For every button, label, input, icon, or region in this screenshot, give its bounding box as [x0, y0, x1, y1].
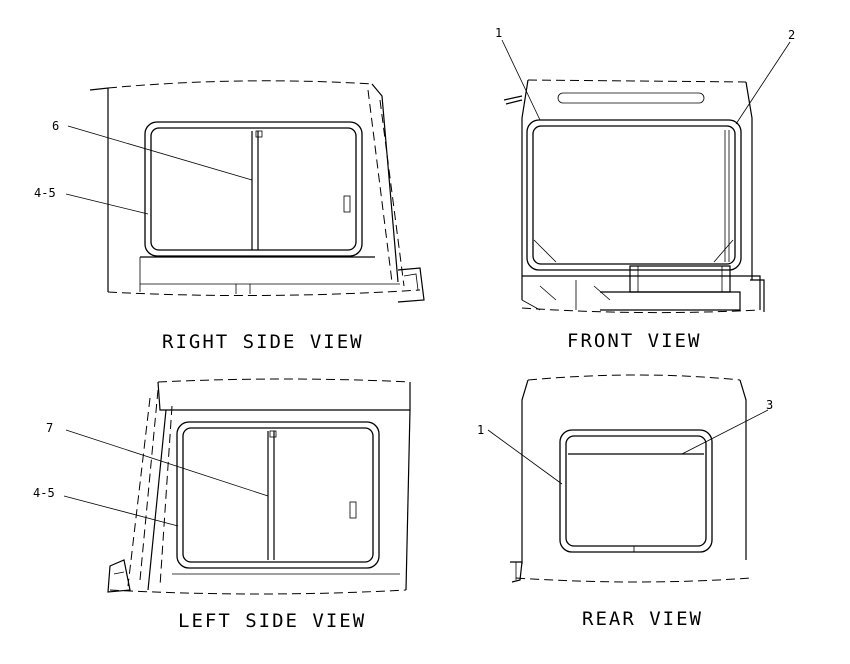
leader-7	[65, 429, 269, 497]
left-side-view-title: LEFT SIDE VIEW	[178, 610, 366, 632]
callout-3: 3	[766, 398, 773, 412]
leader-6	[67, 125, 253, 181]
callout-1: 1	[477, 423, 484, 437]
right-side-view-title: RIGHT SIDE VIEW	[162, 331, 364, 353]
leader-1	[501, 39, 541, 121]
right-side-view: 6 4-5 RIGHT SIDE VIEW	[34, 80, 425, 353]
rear-view-title: REAR VIEW	[582, 608, 703, 630]
callout-1: 1	[495, 26, 502, 40]
callout-7: 7	[46, 421, 53, 435]
left-side-view: 7 4-5 LEFT SIDE VIEW	[33, 378, 411, 632]
leader-4-5	[65, 193, 149, 215]
callout-4-5: 4-5	[33, 486, 55, 500]
rear-view: 1 3 REAR VIEW	[477, 374, 773, 630]
callout-2: 2	[788, 28, 795, 42]
front-view-title: FRONT VIEW	[567, 330, 701, 352]
leader-3	[681, 409, 769, 455]
callout-4-5: 4-5	[34, 186, 56, 200]
leader-4-5	[63, 495, 179, 527]
leader-1	[487, 429, 563, 485]
leader-2	[735, 41, 791, 125]
front-view: 1 2 FRONT VIEW	[495, 26, 795, 352]
callout-6: 6	[52, 119, 59, 133]
